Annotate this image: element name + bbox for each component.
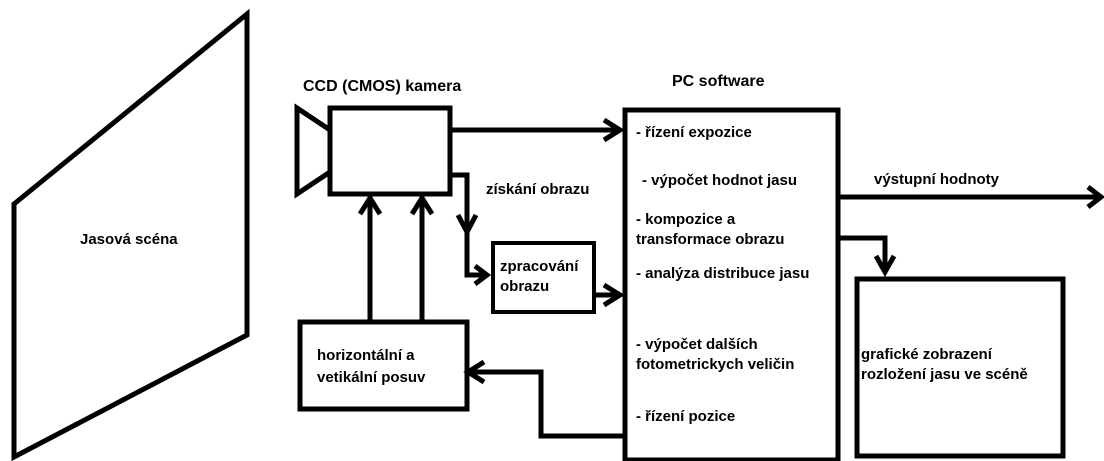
acquisition-arrowhead (455, 213, 479, 238)
display-box (854, 276, 1066, 459)
camera-title: CCD (CMOS) kamera (303, 78, 462, 95)
pc-to-positioning-line (470, 369, 625, 439)
camera-body-box (327, 105, 453, 197)
processing-box (491, 241, 596, 314)
processing-label: zpracování obrazu (500, 258, 579, 295)
camera-to-pc-arrowhead (602, 117, 625, 143)
acquisition-label: získání obrazu (486, 181, 590, 198)
pc-item-distribution: - analýza distribuce jasu (636, 265, 810, 282)
camera-to-processing-arrowhead (473, 264, 492, 286)
pc-item-exposure: - řízení expozice (636, 124, 752, 141)
positioning-box (297, 319, 470, 412)
camera-to-processing-line (450, 172, 485, 278)
positioning-up-arrowhead-left (357, 193, 383, 216)
pc-software-box (622, 107, 841, 461)
positioning-up-arrowhead-right (409, 193, 435, 216)
pc-title: PC software (672, 73, 765, 90)
processing-to-pc-arrowhead (602, 282, 625, 308)
positioning-label: horizontální a vetikální posuv (317, 347, 426, 386)
scene-shape (11, 8, 250, 461)
pc-item-position: - řízení pozice (636, 408, 736, 425)
display-label: grafické zobrazení rozložení jasu ve scé… (861, 346, 1028, 383)
camera-lens-shape (294, 103, 333, 199)
pc-item-composition: - kompozice a transformace obrazu (636, 211, 785, 248)
pc-item-luminance: - výpočet hodnot jasu (642, 172, 798, 189)
pc-item-photometric: - výpočet dalších fotometrickych veličin (636, 336, 795, 373)
pc-to-display-arrowhead (873, 254, 897, 278)
output-arrowhead (1086, 185, 1104, 209)
pc-to-display-line (838, 235, 888, 268)
scene-label: Jasová scéna (80, 231, 178, 248)
output-label: výstupní hodnoty (874, 171, 999, 188)
pc-to-positioning-arrowhead (463, 359, 486, 385)
